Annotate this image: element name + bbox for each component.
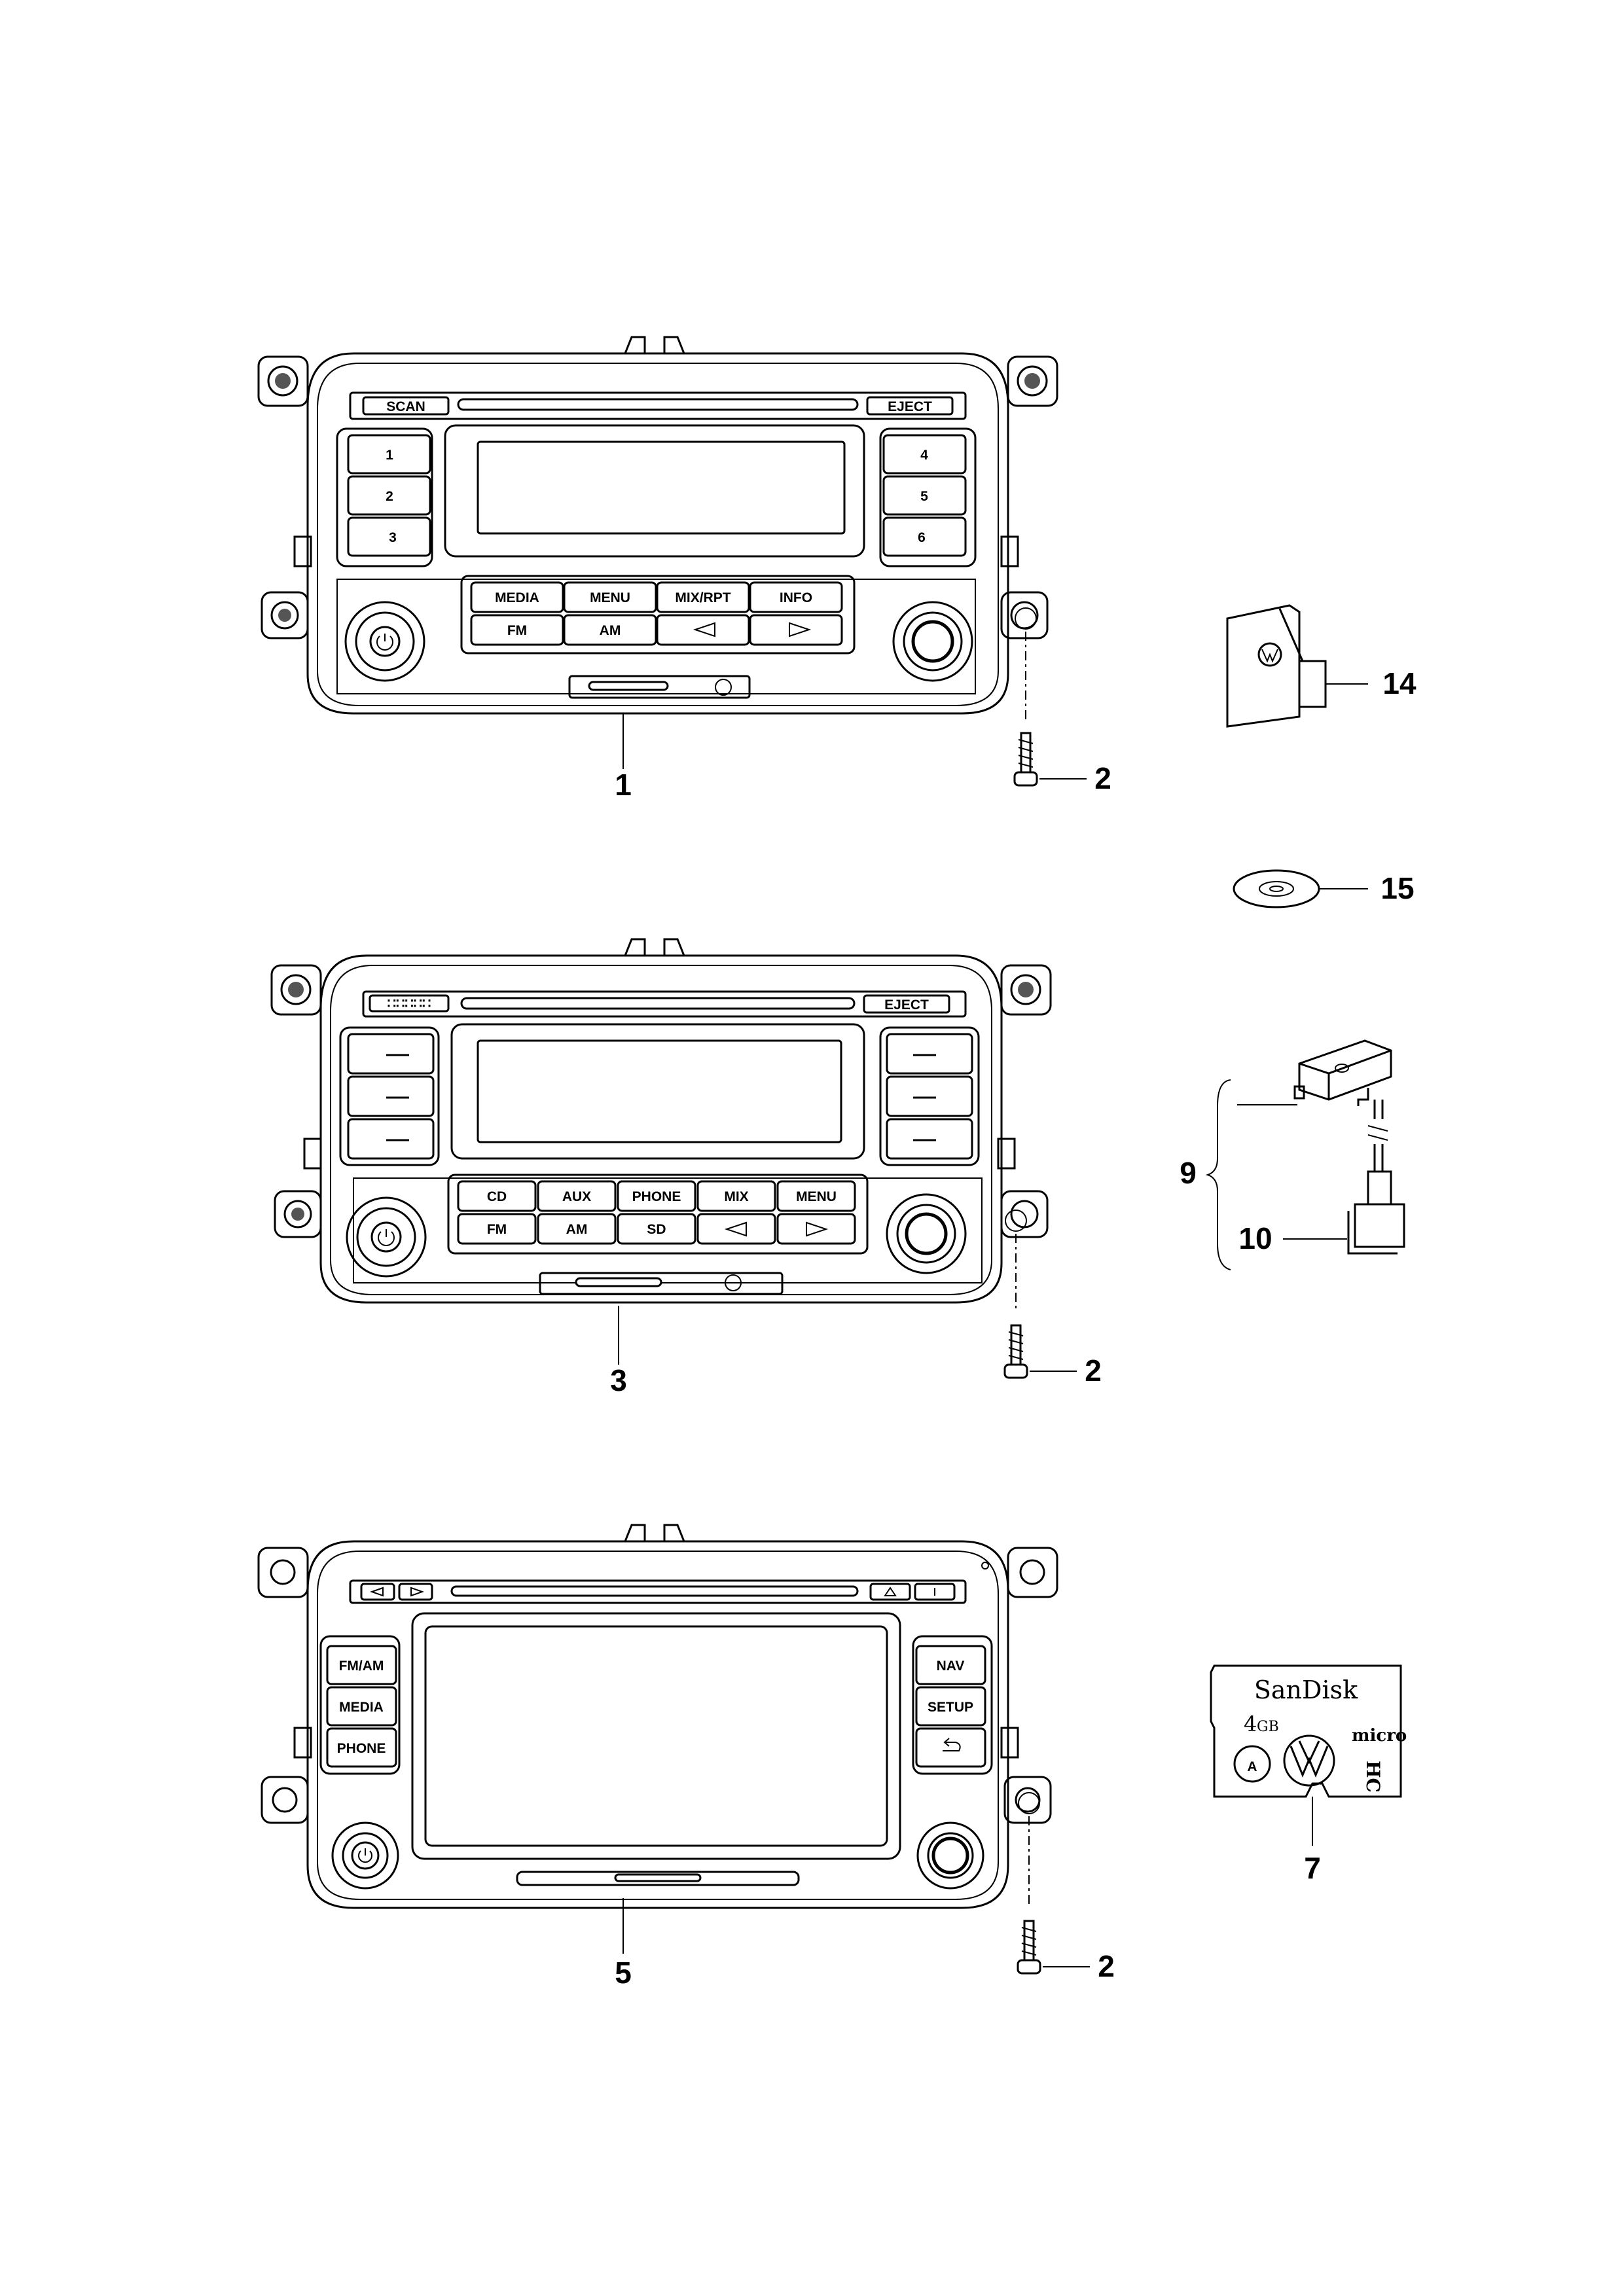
callout-5: 5 [615,1956,632,1990]
info-key-label: INFO [780,590,812,605]
seek-forward-icon-3 [806,1221,829,1237]
menu-key-label: MENU [590,590,630,605]
media-key-label: MEDIA [495,590,539,605]
callout-10: 10 [1238,1221,1272,1255]
aux-key-label: AUX [562,1189,591,1204]
power-icon-5 [358,1848,372,1863]
vw-logo-icon [1290,1740,1329,1778]
station-dots: ∷∷∷∷∷ [388,996,431,1011]
phone-key-label-5: PHONE [337,1741,386,1756]
screw-2a [1013,732,1038,787]
fm-key-label-3: FM [487,1222,507,1237]
phone-key-label: PHONE [632,1189,681,1204]
preset-1-label: 1 [386,448,393,463]
radio-unit-1: SCAN EJECT 1 2 3 4 5 6 MEDIA MENU MIX/RP… [257,336,1087,787]
mixrpt-key-label: MIX/RPT [675,590,731,605]
brace-icon [1205,1079,1231,1270]
cd-key-label: CD [487,1189,507,1204]
sd-key-label: SD [647,1222,666,1237]
callout-15: 15 [1380,871,1414,905]
sd-capacity-unit: GB [1257,1719,1279,1735]
am-key-label: AM [600,623,621,638]
radio-unit-3: ∷∷∷∷∷ EJECT CD AUX PHONE MIX ME [270,938,1077,1379]
sd-micro: micro [1352,1726,1407,1746]
sd-card-7: SanDisk 4 GB micro HC A [1210,1664,1407,1846]
sd-class-letter: A [1247,1759,1257,1774]
sd-capacity: 4 [1244,1712,1257,1736]
radio-unit-5: FM/AM MEDIA PHONE NAV SETUP [257,1524,1090,1975]
fm-key-label: FM [507,623,527,638]
sd-brand: SanDisk [1254,1676,1358,1704]
am-key-label-3: AM [566,1222,588,1237]
power-icon-3 [378,1229,395,1246]
preset-5-label: 5 [920,489,928,504]
preset-2-label: 2 [386,489,393,504]
menu-key-label-3: MENU [796,1189,837,1204]
power-icon [376,634,393,651]
back-icon [943,1738,961,1751]
eject-icon [884,1587,897,1596]
screw-2b [1003,1324,1028,1379]
seek-back-icon [693,622,715,637]
cable-assembly-9-10 [1205,1039,1405,1270]
nav-key-label: NAV [937,1659,965,1674]
preset-6-label: 6 [918,530,926,545]
scan-key-label: SCAN [386,399,425,414]
eject-key-label: EJECT [888,399,932,414]
next-track-icon [410,1587,425,1597]
callout-3: 3 [610,1363,627,1397]
vw-logo-icon-small [1261,649,1278,663]
preset-3-label: 3 [389,530,397,545]
callout-9: 9 [1180,1156,1197,1190]
callout-1: 1 [615,768,632,802]
preset-4-label: 4 [920,448,928,463]
callout-14: 14 [1382,666,1416,700]
manual-booklet-14 [1226,604,1368,728]
callout-2c: 2 [1098,1949,1115,1983]
fm-am-key-label: FM/AM [339,1659,384,1674]
callout-7: 7 [1304,1851,1321,1885]
setup-key-label: SETUP [928,1700,973,1715]
sd-hc: HC [1362,1761,1384,1793]
eject-key-label-3: EJECT [884,997,929,1013]
screw-2c [1017,1920,1041,1975]
callout-2a: 2 [1094,761,1111,795]
seek-back-icon-3 [724,1221,747,1237]
seek-forward-icon [789,622,812,637]
callout-2b: 2 [1085,1354,1102,1388]
disc-15 [1233,869,1368,908]
prev-track-icon [369,1587,384,1597]
mix-key-label: MIX [724,1189,748,1204]
media-key-label-5: MEDIA [339,1700,384,1715]
